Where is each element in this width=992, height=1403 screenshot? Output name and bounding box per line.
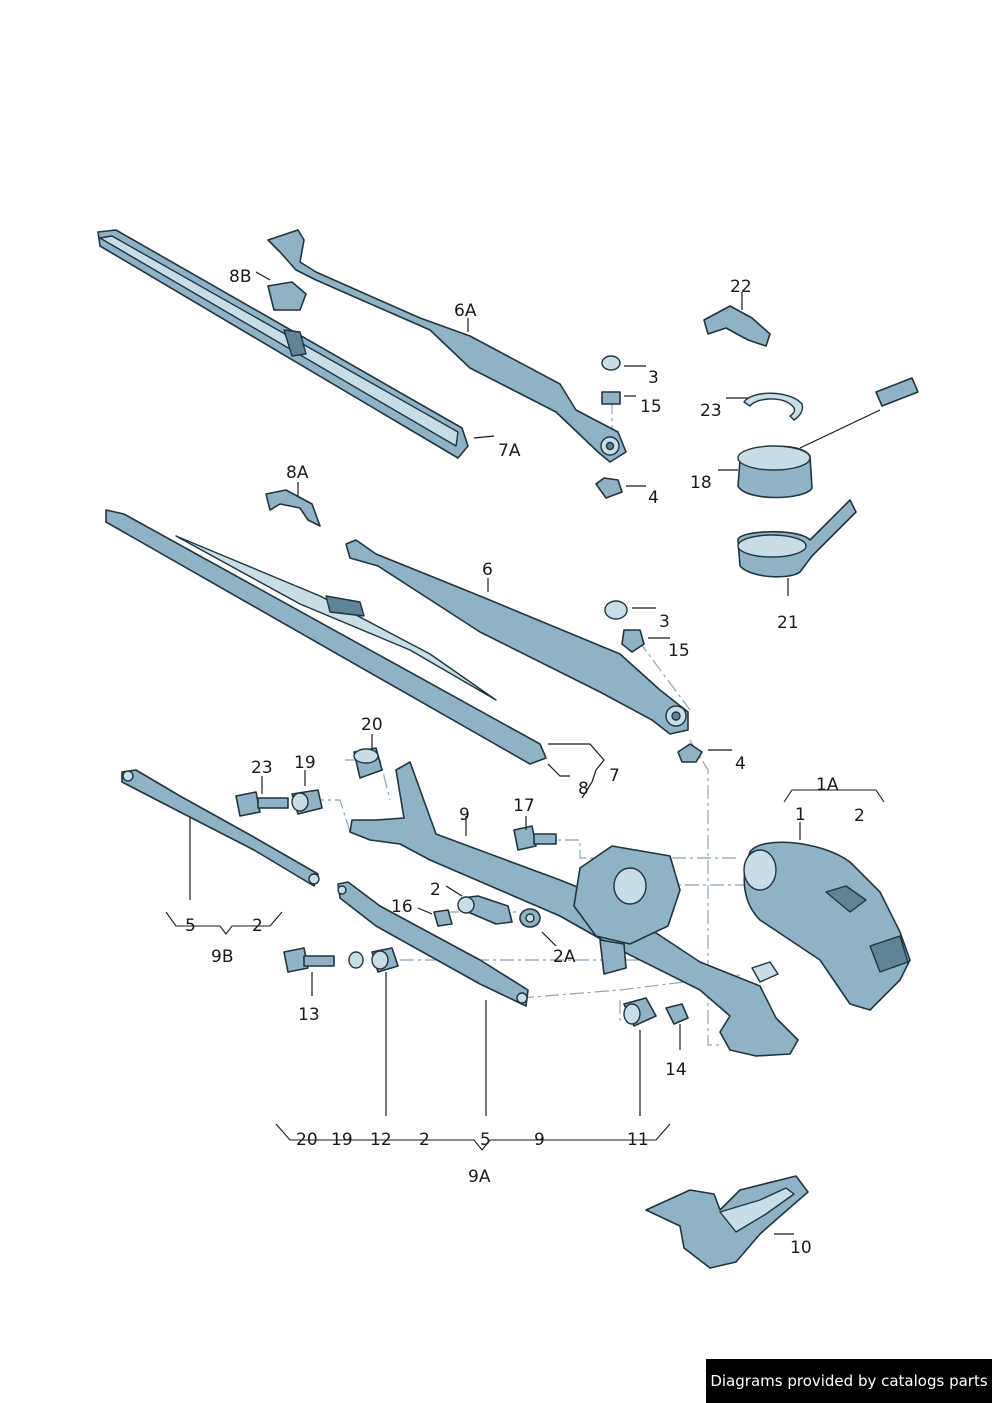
callout-13: 13 (298, 1005, 320, 1025)
linkage-rod-5 (337, 881, 529, 1007)
wiper-arm-6A (267, 229, 627, 463)
wiper-motor-1 (743, 841, 911, 1011)
grommet-11 (623, 997, 657, 1027)
callout-23-lower: 23 (251, 758, 273, 778)
kit-9A-item: 12 (370, 1130, 392, 1150)
footer-credit: Diagrams provided by catalogs parts (706, 1359, 992, 1403)
kit-9A-item: 5 (480, 1130, 491, 1150)
callout-23-upper: 23 (700, 401, 722, 421)
callout-9B: 9B (211, 947, 233, 967)
bolt-17 (513, 825, 557, 851)
bracket-22 (703, 305, 771, 347)
callout-2-joint: 2 (430, 880, 441, 900)
callout-8: 8 (578, 779, 589, 799)
callout-19: 19 (294, 753, 316, 773)
callout-4-upper: 4 (648, 488, 659, 508)
callout-7: 7 (609, 766, 620, 786)
callout-15-lower: 15 (668, 641, 690, 661)
callout-20: 20 (361, 715, 383, 735)
callout-1A: 1A (816, 775, 839, 795)
callout-3-upper: 3 (648, 368, 659, 388)
cap-nut-washer-lower (604, 600, 703, 763)
callout-6A: 6A (454, 301, 477, 321)
bracket-10 (645, 1175, 809, 1269)
callout-21: 21 (777, 613, 799, 633)
callout-17: 17 (513, 796, 535, 816)
leader-lines (189, 271, 801, 1235)
clip-8B (267, 281, 307, 311)
braces (165, 789, 885, 1151)
washer-2A (519, 908, 541, 928)
callout-9: 9 (459, 805, 470, 825)
kit-9A-item: 9 (534, 1130, 545, 1150)
callout-18: 18 (690, 473, 712, 493)
callout-5-9B: 5 (185, 916, 196, 936)
kit-9A-item: 11 (627, 1130, 649, 1150)
callout-2-motor: 2 (854, 806, 865, 826)
callout-labels: 8B 6A 22 3 15 23 7A 18 4 8A 6 3 15 21 20… (185, 267, 865, 1258)
boot-21 (737, 499, 857, 578)
wiper-blade-7 (105, 509, 547, 765)
kit-9A-item: 19 (331, 1130, 353, 1150)
callout-10: 10 (790, 1238, 812, 1258)
linkage-rod-9B (121, 769, 320, 887)
callout-8B: 8B (229, 267, 251, 287)
bushing-12 (371, 947, 399, 973)
retaining-ring-23 (743, 392, 804, 421)
callout-1: 1 (795, 805, 806, 825)
callout-4-lower: 4 (735, 754, 746, 774)
kit-9A-item: 2 (419, 1130, 430, 1150)
callout-14: 14 (665, 1060, 687, 1080)
cap-nut-washer-upper (595, 355, 623, 499)
grommet-19 (291, 789, 323, 815)
cover-cap-18 (737, 377, 919, 499)
callout-8A: 8A (286, 463, 309, 483)
wiper-blade-7A (97, 229, 469, 459)
nut-14 (665, 1003, 689, 1025)
wiper-arm-6 (345, 539, 689, 735)
wiper-frame-9 (349, 761, 799, 1057)
callout-15-upper: 15 (640, 397, 662, 417)
washer-13 (348, 951, 364, 969)
nut-16 (433, 909, 453, 927)
grommet-20 (353, 747, 383, 779)
callout-6: 6 (482, 560, 493, 580)
callout-16: 16 (391, 897, 413, 917)
callout-22: 22 (730, 277, 752, 297)
kit-9A-item: 20 (296, 1130, 318, 1150)
callout-2-9B: 2 (252, 916, 263, 936)
callout-9A: 9A (468, 1167, 491, 1187)
callout-7A: 7A (498, 441, 521, 461)
clip-8A (265, 489, 321, 527)
bolt-13 (283, 947, 335, 973)
callout-2A: 2A (553, 947, 576, 967)
bolt-23 (235, 791, 289, 817)
ball-joint-2 (457, 895, 513, 925)
callout-3-lower: 3 (659, 612, 670, 632)
